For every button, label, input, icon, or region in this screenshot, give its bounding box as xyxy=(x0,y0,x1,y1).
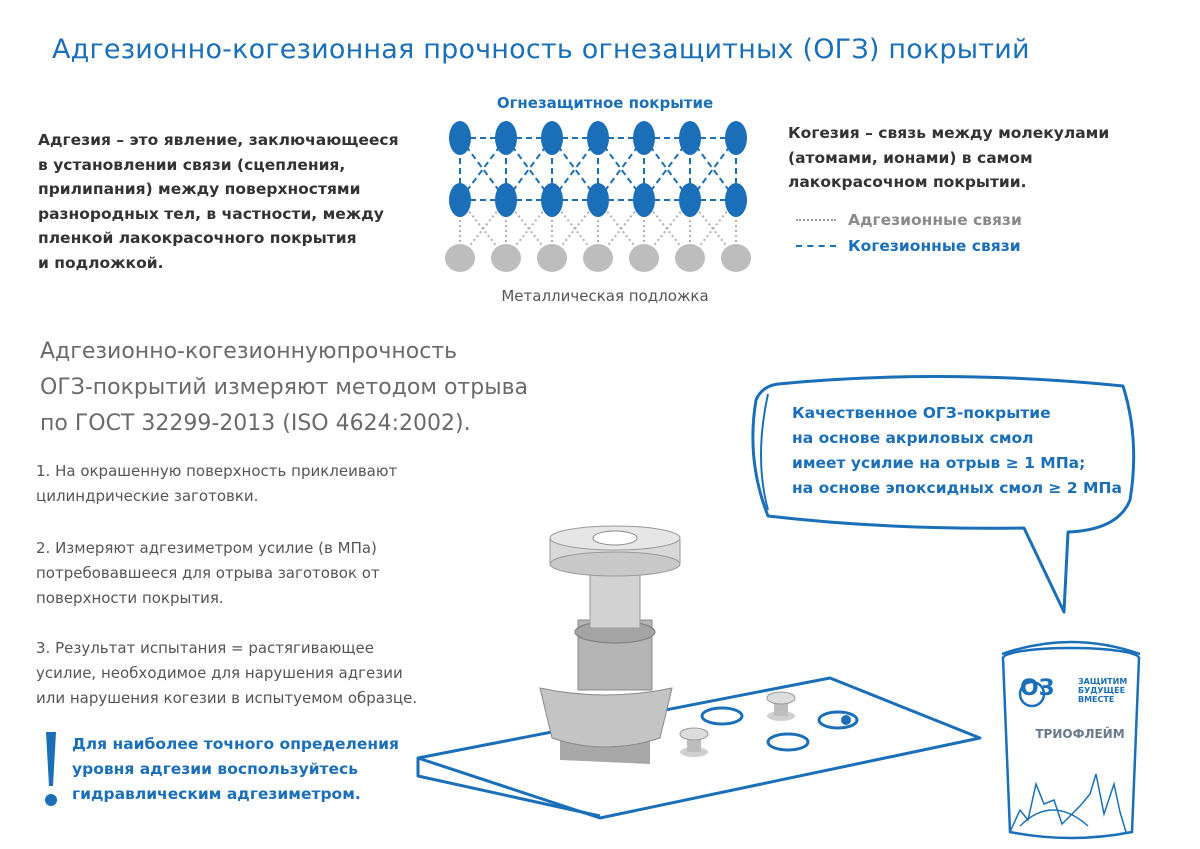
coating-molecule xyxy=(587,121,609,155)
step-line: потребовавшееся для отрыва заготовок от xyxy=(36,564,380,582)
tagline-line: БУДУЩЕЕ xyxy=(1078,686,1126,695)
step-line: 2. Измеряют адгезиметром усилие (в МПа) xyxy=(36,539,377,557)
adhesion-definition: Адгезия – это явление, заключающееся в у… xyxy=(38,128,433,275)
substrate-atom xyxy=(491,244,521,272)
coating-molecule xyxy=(633,121,655,155)
method-line: по ГОСТ 32299-2013 (ISO 4624:2002). xyxy=(40,411,471,436)
can-tagline: ЗАЩИТИМ БУДУЩЕЕ ВМЕСТЕ xyxy=(1078,677,1138,704)
legend-adhesion: Адгезионные связи xyxy=(796,208,1176,232)
legend-adhesion-label: Адгезионные связи xyxy=(848,211,1022,229)
exclamation-icon xyxy=(45,732,57,806)
page-title: Адгезионно-когезионная прочность огнезащ… xyxy=(52,34,1030,65)
substrate-atom xyxy=(537,244,567,272)
substrate-atom xyxy=(583,244,613,272)
tagline-line: ВМЕСТЕ xyxy=(1078,695,1115,704)
adhesion-tester-illustration xyxy=(416,525,982,820)
coating-molecule xyxy=(495,121,517,155)
step-3: 3. Результат испытания = растягивающее у… xyxy=(36,636,486,711)
method-text: Адгезионно-когезионнуюпрочность ОГЗ-покр… xyxy=(40,334,600,442)
substrate-atom xyxy=(721,244,751,272)
bubble-line: имеет усилие на отрыв ≥ 1 МПа; xyxy=(792,454,1086,472)
step-line: усилие, необходимое для нарушения адгези… xyxy=(36,664,403,682)
step-line: цилиндрические заготовки. xyxy=(36,487,259,505)
dolly-icon xyxy=(766,691,796,721)
note-line: уровня адгезии воспользуйтесь xyxy=(72,760,359,778)
tester-device xyxy=(539,525,681,764)
step-line: 1. На окрашенную поверхность приклеивают xyxy=(36,462,398,480)
adhesion-line: прилипания) между поверхностями xyxy=(38,180,361,198)
step-line: поверхности покрытия. xyxy=(36,589,224,607)
note-text: Для наиболее точного определения уровня … xyxy=(72,732,432,807)
method-line: ОГЗ-покрытий измеряют методом отрыва xyxy=(40,375,529,400)
can-product-name: ТРИОФЛЕЙМ xyxy=(1035,727,1125,741)
method-line: Адгезионно-когезионнуюпрочность xyxy=(40,339,458,364)
coating-molecule xyxy=(449,183,471,217)
coating-molecule xyxy=(679,121,701,155)
coating-molecule xyxy=(633,183,655,217)
substrate-atom xyxy=(675,244,705,272)
substrate-atom xyxy=(445,244,475,272)
coating-molecule xyxy=(587,183,609,217)
note-line: гидравлическим адгезиметром. xyxy=(72,785,361,803)
coating-molecule xyxy=(541,183,563,217)
tagline-line: ЗАЩИТИМ xyxy=(1078,677,1128,686)
adhesion-line: в установлении связи (сцепления, xyxy=(38,155,346,174)
bubble-line: на основе эпоксидных смол ≥ 2 МПа xyxy=(792,479,1122,497)
step-line: или нарушения когезии в испытуемом образ… xyxy=(36,689,418,707)
substrate-atom xyxy=(629,244,659,272)
substrate-label: Металлическая подложка xyxy=(501,287,709,305)
coating-molecule xyxy=(449,121,471,155)
molecule-diagram xyxy=(445,121,751,272)
bubble-line: на основе акриловых смол xyxy=(792,429,1034,447)
coating-label: Огнезащитное покрытие xyxy=(496,94,714,112)
dotted-line-swatch xyxy=(796,219,836,221)
legend-cohesion-label: Когезионные связи xyxy=(848,237,1021,255)
coating-molecule xyxy=(725,121,747,155)
bubble-text: Качественное ОГЗ-покрытие на основе акри… xyxy=(792,401,1152,501)
dolly-icon xyxy=(679,727,709,757)
adhesion-line: разнородных тел, в частности, между xyxy=(38,204,384,223)
can-logo: ОЗ xyxy=(1020,676,1055,701)
bubble-line: Качественное ОГЗ-покрытие xyxy=(792,404,1051,422)
adhesion-line: Адгезия – это явление, заключающееся xyxy=(38,131,399,149)
dashed-line-swatch xyxy=(796,245,836,247)
step-2: 2. Измеряют адгезиметром усилие (в МПа) … xyxy=(36,536,486,611)
step-1: 1. На окрашенную поверхность приклеивают… xyxy=(36,459,486,509)
speech-bubble xyxy=(751,374,1136,614)
coating-molecule xyxy=(495,183,517,217)
cohesion-line: (атомами, ионами) в самом xyxy=(788,148,1033,167)
note-line: Для наиболее точного определения xyxy=(72,735,399,753)
cohesion-definition: Когезия – связь между молекулами (атомам… xyxy=(788,121,1178,195)
coating-molecule xyxy=(541,121,563,155)
coating-molecule xyxy=(679,183,701,217)
cohesion-line: лакокрасочном покрытии. xyxy=(788,173,1027,191)
paint-can-illustration xyxy=(1001,640,1141,840)
adhesion-line: пленкой лакокрасочного покрытия xyxy=(38,229,357,247)
legend-cohesion: Когезионные связи xyxy=(796,234,1176,258)
adhesion-line: и подложкой. xyxy=(38,253,164,272)
cohesion-line: Когезия – связь между молекулами xyxy=(788,124,1110,142)
coating-molecule xyxy=(725,183,747,217)
step-line: 3. Результат испытания = растягивающее xyxy=(36,639,374,657)
